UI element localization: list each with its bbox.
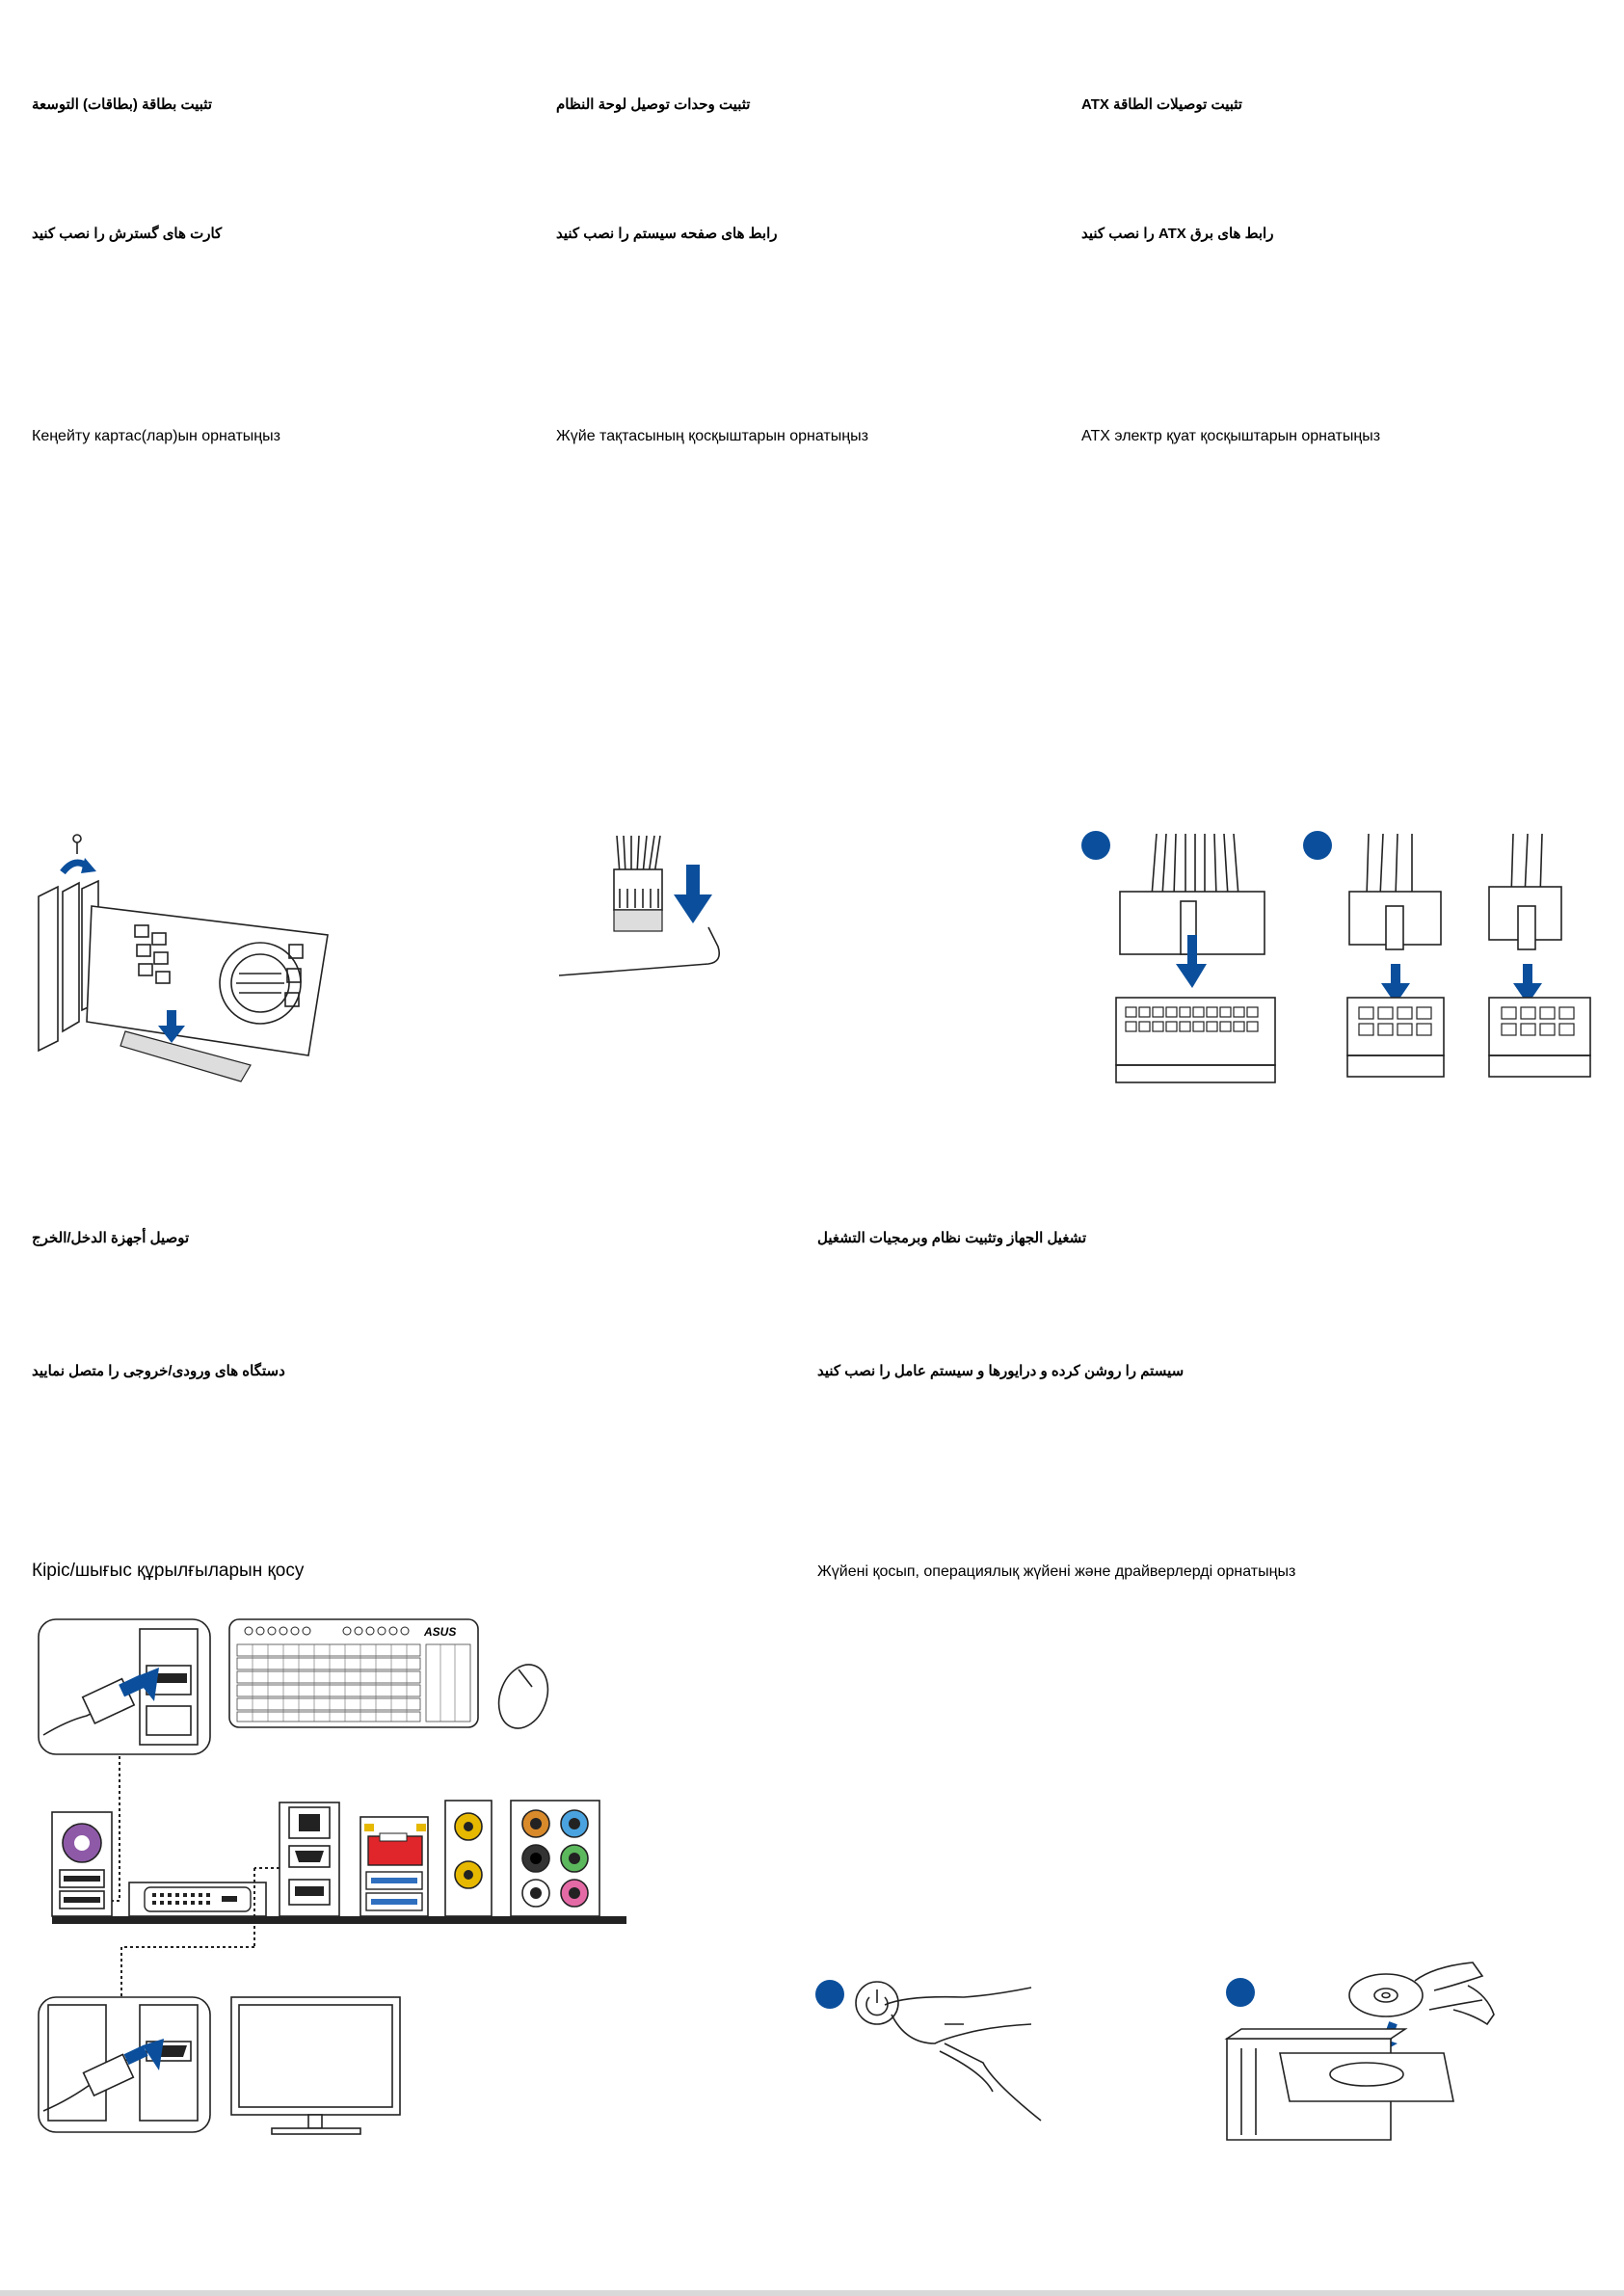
io-heading-fa: دستگاه های ورودی/خروجی را متصل نمایید <box>32 1363 285 1379</box>
atx-heading-ar: تثبيت توصيلات الطاقة ATX <box>1081 96 1242 113</box>
expansion-heading-fa: کارت های گسترش را نصب کنید <box>32 226 223 242</box>
step-2-marker <box>1303 831 1332 860</box>
power-on-heading-fa: سیستم را روشن کرده و درایورها و سیستم عا… <box>817 1363 1185 1379</box>
panel-heading-fa: رابط های صفحه سیستم را نصب کنید <box>556 226 778 242</box>
io-devices-illustration: ASUS <box>29 1610 626 2140</box>
atx-4pin-illustration <box>1484 829 1600 1089</box>
step-1-marker <box>1081 831 1110 860</box>
atx-24pin-illustration <box>1108 829 1282 1089</box>
io-heading-ar: توصيل أجهزة الدخل/الخرج <box>32 1230 190 1246</box>
expansion-heading-ar: تثبيت بطاقة (بطاقات) التوسعة <box>32 96 213 113</box>
atx-8pin-illustration <box>1340 829 1455 1089</box>
keyboard-logo: ASUS <box>423 1625 456 1639</box>
io-heading-kz: Кіріс/шығыс құрылғыларын қосу <box>32 1561 305 1581</box>
power-on-heading-kz: Жүйені қосып, операциялық жүйені және др… <box>817 1563 1296 1580</box>
step-2-marker-install <box>1226 1978 1255 2007</box>
panel-heading-ar: تثبيت وحدات توصيل لوحة النظام <box>556 96 751 113</box>
optical-drive-illustration <box>1222 1957 1511 2149</box>
panel-connector-illustration <box>554 831 728 985</box>
step-1-marker-power <box>815 1980 844 2009</box>
panel-heading-kz: Жүйе тақтасының қосқыштарын орнатыңыз <box>556 428 868 444</box>
expansion-card-illustration <box>29 829 337 1089</box>
screw-icon <box>72 834 82 854</box>
page-bottom-rule <box>0 2290 1624 2296</box>
atx-heading-kz: ATX электр қуат қосқыштарын орнатыңыз <box>1081 428 1381 444</box>
expansion-heading-kz: Кеңейту картас(лар)ын орнатыңыз <box>32 428 280 444</box>
power-button-illustration <box>848 1966 1051 2130</box>
power-on-heading-ar: تشغيل الجهاز وتثبيت نظام وبرمجيات التشغي… <box>817 1230 1087 1246</box>
atx-heading-fa: رابط های برق ATX را نصب کنید <box>1081 226 1274 242</box>
